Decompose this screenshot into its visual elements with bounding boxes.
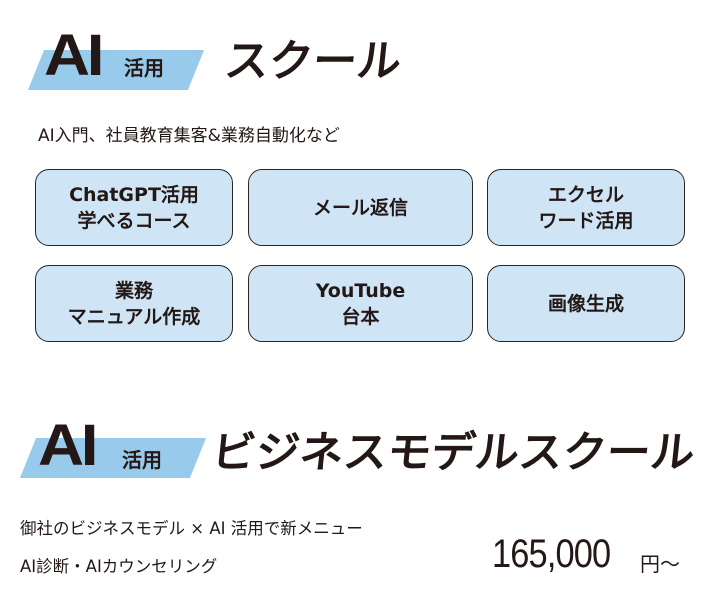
card-line: ChatGPT活用 [69,183,199,206]
card-line: ワード活用 [538,209,634,232]
badge-ai-text: AI [38,413,98,478]
card-line: エクセル [547,183,624,206]
card-line: 業務 [114,279,153,302]
card-line: メール返信 [312,196,408,219]
card-line: 台本 [341,305,380,328]
section2-heading: AI 活用 ビジネスモデルスクール [0,413,720,486]
course-card-manual[interactable]: 業務 マニュアル作成 [35,265,233,342]
section1-subtitle: AI入門、社員教育集客&業務自動化など [38,126,340,146]
section2-line2: AI診断・AIカウンセリング [20,557,218,576]
section1-title: スクール [222,36,404,87]
badge-katsuyo-text: 活用 [124,56,164,80]
course-card-youtube[interactable]: YouTube 台本 [248,265,473,342]
card-line: 画像生成 [547,292,624,315]
section2-line1: 御社のビジネスモデル × AI 活用で新メニュー [20,519,363,538]
card-line: マニュアル作成 [67,305,201,328]
card-line: YouTube [315,279,406,302]
price-amount: 165,000 [492,532,611,576]
course-card-excel-word[interactable]: エクセル ワード活用 [487,169,685,246]
badge-katsuyo-text: 活用 [122,448,162,472]
card-line: 学べるコース [77,209,191,232]
section2-title: ビジネスモデルスクール [209,428,698,478]
price: 165,000 円〜 [492,532,680,577]
badge-ai-text: AI [44,23,104,88]
section1-heading: AI 活用 スクール [0,20,720,90]
price-unit: 円〜 [640,554,680,576]
course-card-chatgpt[interactable]: ChatGPT活用 学べるコース [35,169,233,246]
course-card-mail-reply[interactable]: メール返信 [248,169,473,246]
course-card-image-gen[interactable]: 画像生成 [487,265,685,342]
